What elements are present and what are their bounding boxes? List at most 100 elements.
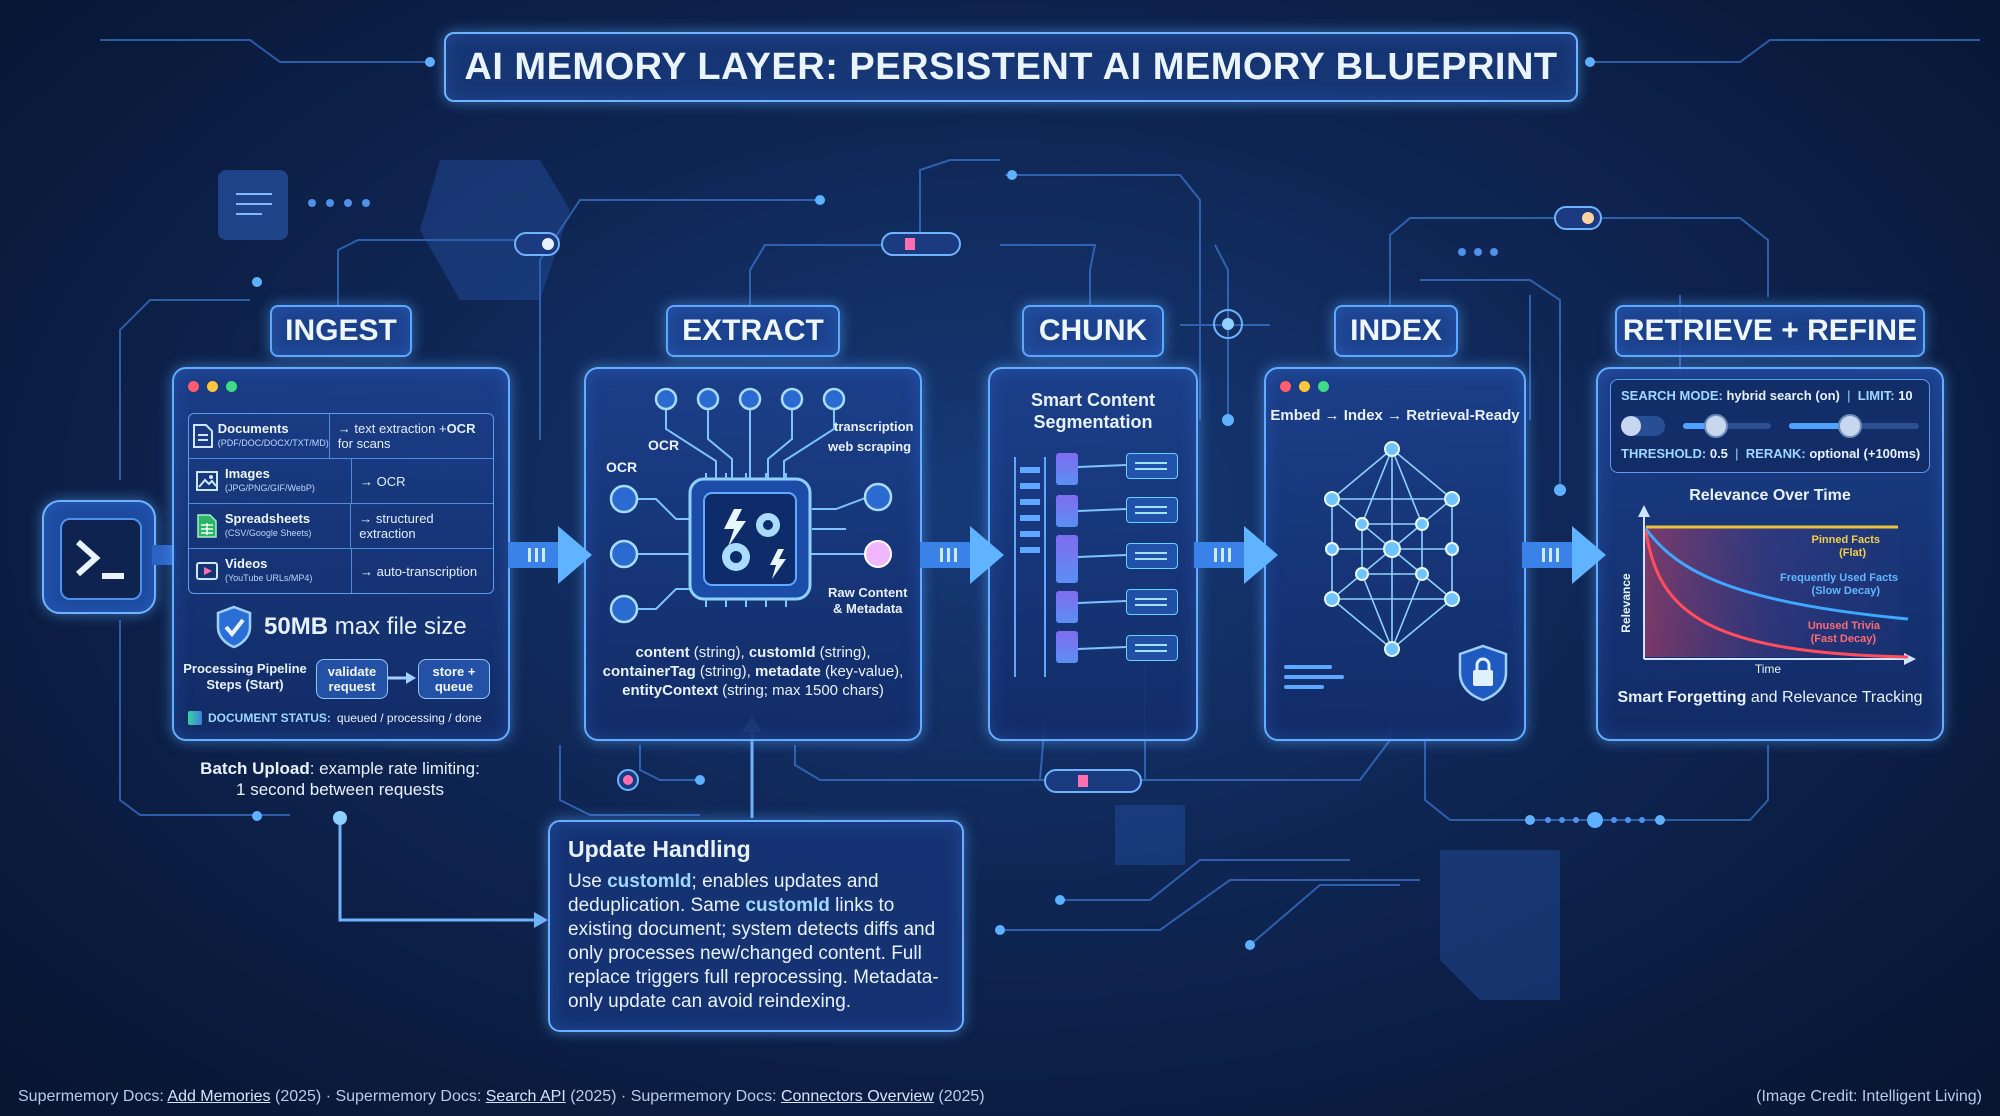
chunk-card (1126, 589, 1178, 615)
threshold-row: THRESHOLD: 0.5 | RERANK: optional (+100m… (1621, 446, 1921, 461)
update-customid-1: customId (607, 871, 692, 892)
file-type-row: Images(JPG/PNG/GIF/WebP)→ OCR (189, 459, 493, 504)
field-entitycontext: entityContext (622, 682, 718, 699)
update-text-1: Use (568, 871, 608, 892)
document-status: DOCUMENT STATUS: queued / processing / d… (188, 711, 482, 725)
lock-shield-icon (1458, 644, 1508, 702)
file-type-name: Images(JPG/PNG/GIF/WebP) (225, 459, 352, 503)
update-handling-body: Use customId; enables updates and dedupl… (568, 870, 952, 1014)
smart-forgetting-label: Smart Forgetting (1617, 689, 1747, 706)
update-handling-panel: Update Handling Use customId; enables up… (548, 820, 964, 1032)
status-label: DOCUMENT STATUS: (208, 711, 331, 725)
file-type-action: → structured extraction (359, 511, 434, 541)
relevance-tracking-label: and Relevance Tracking (1746, 689, 1923, 706)
max-size-label: max file size (334, 613, 467, 640)
field-entitycontext-type: (string; max 1500 chars) (717, 682, 884, 699)
stage-label-index: INDEX (1334, 305, 1458, 357)
web-scraping-label: web scraping (828, 439, 912, 454)
chunk-heading: Smart Content Segmentation (990, 389, 1196, 433)
limit-slider[interactable] (1683, 414, 1771, 438)
terminal-connector (152, 545, 176, 565)
limit-label: LIMIT: (1857, 388, 1895, 403)
footer-text-2: (2025) · Supermemory Docs: (270, 1088, 486, 1105)
legend-pinned-2: (Flat) (1839, 547, 1866, 559)
raw-content-text: Raw Content (828, 585, 908, 600)
legend-unused-1: Unused Trivia (1808, 620, 1881, 632)
index-caption: Embed → Index → Retrieval-Ready (1270, 407, 1520, 424)
metadata-text: & Metadata (833, 601, 903, 616)
stage-label-ingest: INGEST (270, 305, 412, 357)
spreadsheet-icon (189, 513, 225, 539)
terminal-icon (42, 500, 156, 614)
segment-block (1056, 535, 1078, 583)
field-content-type: (string), (689, 644, 749, 661)
vector-network-diagram (1324, 441, 1460, 657)
image-credit: (Image Credit: Intelligent Living) (1756, 1088, 1982, 1105)
search-api-link[interactable]: Search API (485, 1088, 566, 1105)
field-metadate-type: (key-value), (820, 663, 904, 680)
flow-arrow-icon (1194, 526, 1278, 584)
field-customid: customId (748, 644, 816, 661)
title-banner: AI MEMORY LAYER: PERSISTENT AI MEMORY BL… (444, 32, 1578, 102)
processor-chip-diagram (609, 387, 893, 624)
search-mode-toggle[interactable] (1621, 416, 1665, 436)
x-axis-label: Time (1755, 662, 1782, 673)
flow-arrow-icon (1522, 526, 1606, 584)
legend-frequent-2: (Slow Decay) (1812, 585, 1881, 597)
segment-block (1056, 453, 1078, 485)
segment-block (1056, 495, 1078, 527)
field-containertag: containerTag (602, 663, 696, 680)
footer-text-4: (2025) (933, 1088, 985, 1105)
batch-upload-label: Batch Upload (200, 759, 310, 778)
search-settings: SEARCH MODE: hybrid search (on) | LIMIT:… (1610, 379, 1930, 473)
extract-fields: content (string), customId (string), con… (592, 643, 914, 700)
transcription-label: transcription (834, 419, 914, 434)
pipeline-arrow-icon (388, 672, 416, 684)
shield-check-icon (216, 605, 252, 649)
threshold-label: THRESHOLD: (1621, 446, 1707, 461)
search-mode-value: hybrid search (on) (1726, 388, 1840, 403)
y-axis-label: Relevance (1619, 573, 1633, 633)
threshold-slider[interactable] (1789, 414, 1919, 438)
ocr-top-label: OCR (648, 437, 680, 453)
chunk-card (1126, 543, 1178, 569)
footer-text-3: (2025) · Supermemory Docs: (565, 1088, 781, 1105)
update-customid-2: customId (745, 895, 830, 916)
frequent-facts-line (1644, 528, 1909, 621)
file-type-action: → text extraction +OCR for scans (337, 421, 476, 451)
stage-label-retrieve: RETRIEVE + REFINE (1615, 305, 1925, 357)
footer-text-1: Supermemory Docs: (18, 1088, 168, 1105)
chunk-card (1126, 635, 1178, 661)
validate-request-button[interactable]: validate request (316, 659, 388, 699)
connectors-overview-link[interactable]: Connectors Overview (780, 1088, 934, 1105)
legend-unused-2: (Fast Decay) (1811, 633, 1877, 645)
ocr-left-label: OCR (606, 459, 638, 475)
add-memories-link[interactable]: Add Memories (167, 1088, 271, 1105)
pipeline-label: Processing Pipeline Steps (Start) (183, 661, 307, 692)
store-queue-button[interactable]: store + queue (418, 659, 490, 699)
document-stack (1014, 457, 1046, 677)
chunk-card (1126, 453, 1178, 479)
image-icon (189, 470, 225, 492)
chunk-heading-line2: Segmentation (1033, 412, 1153, 432)
index-panel: Embed → Index → Retrieval-Ready (1264, 367, 1526, 741)
update-text-2: ; enables updates and deduplication. Sam… (568, 871, 879, 916)
window-dots (188, 381, 237, 392)
document-icon (189, 423, 218, 449)
field-content: content (635, 644, 690, 661)
video-icon (189, 561, 225, 581)
window-dots (1280, 381, 1329, 392)
field-containertag-type: (string), (695, 663, 755, 680)
batch-upload-note: Batch Upload: example rate limiting: 1 s… (180, 758, 500, 800)
file-type-name: Videos(YouTube URLs/MP4) (225, 549, 352, 593)
relevance-chart-title: Relevance Over Time (1689, 487, 1851, 504)
limit-value: 10 (1898, 388, 1913, 403)
batch-upload-text2: 1 second between requests (236, 780, 444, 799)
segment-block (1056, 631, 1078, 663)
segment-block (1056, 591, 1078, 623)
threshold-value: 0.5 (1709, 446, 1728, 461)
sources-footer: Supermemory Docs: Add Memories (2025) · … (18, 1088, 985, 1106)
update-text-3: links to existing document; system detec… (568, 895, 939, 1012)
rerank-label: RERANK: (1745, 446, 1806, 461)
